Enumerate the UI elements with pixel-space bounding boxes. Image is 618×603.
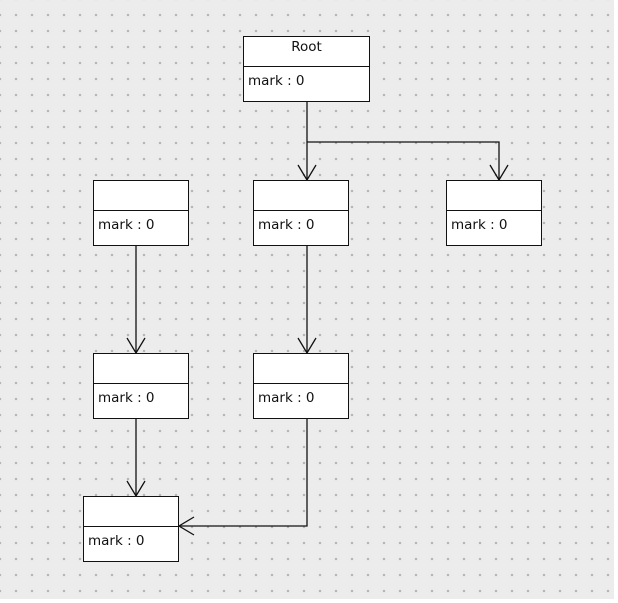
canvas-border-right [614, 0, 618, 603]
edge-e-to-f[interactable] [179, 419, 308, 527]
class-name [254, 354, 348, 384]
class-box-root[interactable]: Root mark : 0 [243, 36, 370, 102]
class-name [94, 354, 188, 384]
class-attribute: mark : 0 [451, 217, 508, 233]
class-attribute: mark : 0 [98, 217, 155, 233]
class-box-a[interactable]: mark : 0 [93, 180, 189, 246]
class-attribute: mark : 0 [258, 390, 315, 406]
class-attribute: mark : 0 [88, 533, 145, 549]
class-attribute: mark : 0 [258, 217, 315, 233]
class-box-e[interactable]: mark : 0 [253, 353, 349, 419]
class-box-b[interactable]: mark : 0 [253, 180, 349, 246]
edge-root-to-c[interactable] [307, 141, 500, 180]
class-name [94, 181, 188, 211]
class-box-f[interactable]: mark : 0 [83, 496, 179, 562]
class-attribute: mark : 0 [248, 73, 305, 89]
class-box-d[interactable]: mark : 0 [93, 353, 189, 419]
class-name [84, 497, 178, 527]
class-attribute: mark : 0 [98, 390, 155, 406]
arrowhead-f-right [177, 516, 195, 536]
class-name [447, 181, 541, 211]
canvas-border-bottom [0, 599, 618, 603]
class-box-c[interactable]: mark : 0 [446, 180, 542, 246]
class-name: Root [244, 37, 369, 67]
class-name [254, 181, 348, 211]
